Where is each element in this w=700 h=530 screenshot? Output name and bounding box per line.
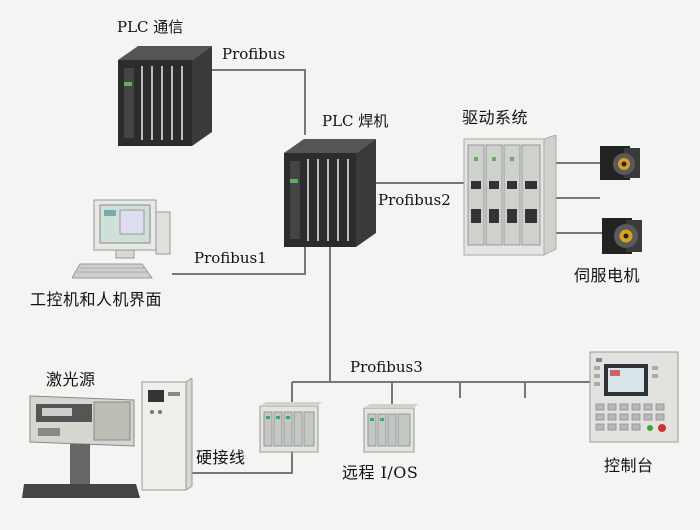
servo-motor-1: [600, 146, 640, 180]
link-plc-comm-plc-weld: [212, 69, 306, 135]
profibus3-label: Profibus3: [350, 358, 423, 376]
console-label: 控制台: [604, 456, 654, 475]
profibus2-label: Profibus2: [378, 191, 451, 209]
drive-system-label: 驱动系统: [462, 108, 529, 127]
plc-comm-label: PLC 通信: [117, 18, 184, 36]
servo-motor-label: 伺服电机: [574, 266, 641, 285]
laser-source-device: [22, 395, 140, 498]
industrial-pc-hmi: [72, 199, 171, 279]
link-hardwire: [190, 452, 293, 474]
laser-source-label: 激光源: [46, 370, 96, 389]
ipc-hmi-label: 工控机和人机界面: [30, 290, 163, 309]
profibus-label: Profibus: [222, 45, 286, 63]
remote-io-module-2: [363, 404, 418, 453]
plc-comm-device: [118, 46, 212, 146]
remote-io-label: 远程 I/OS: [342, 463, 419, 482]
servo-motor-2: [602, 218, 642, 254]
console-panel: [589, 351, 679, 443]
laser-cabinet-device: [141, 378, 193, 491]
plc-weld-label: PLC 焊机: [322, 112, 389, 130]
drive-system-device: [463, 135, 557, 256]
link-plc-weld-hmi: [172, 243, 306, 275]
hardwire-label: 硬接线: [196, 448, 246, 467]
profibus1-label: Profibus1: [194, 249, 267, 267]
remote-io-module-1: [259, 402, 322, 453]
plc-weld-device: [284, 139, 376, 247]
